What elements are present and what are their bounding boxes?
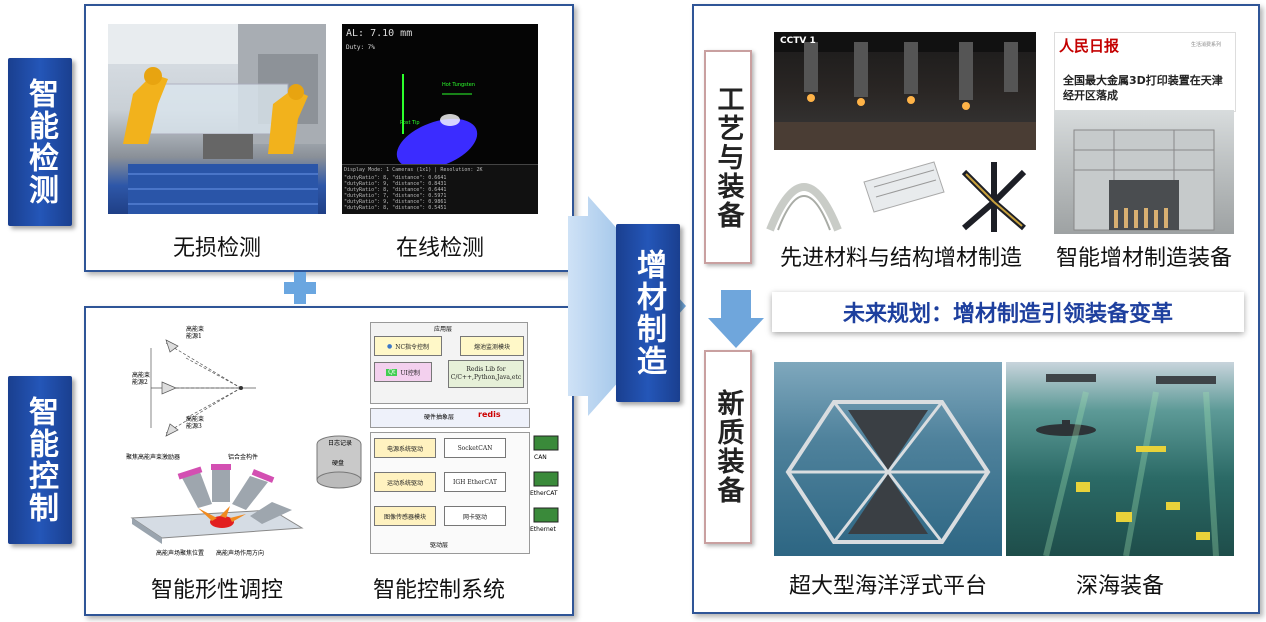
caption-smart-equipment: 智能增材制造装备 (1055, 246, 1232, 271)
driver-layer-label: 驱动层 (430, 542, 449, 549)
future-banner: 未来规划：增材制造引领装备变革 (772, 292, 1244, 332)
caption-ocean-platform: 超大型海洋浮式平台 (788, 574, 987, 599)
post-tip-label: Post Tip (400, 120, 420, 126)
smart-printer-photo (1054, 110, 1234, 234)
redis-lib-box: Redis Lib for C/C++,Python,Java,etc (448, 360, 524, 388)
deep-sea-equipment-photo (1006, 362, 1234, 556)
melt-pool-box: 熔池监测模块 (460, 336, 524, 356)
motion-driver-box: 运动系统驱动 (374, 472, 436, 492)
control-panel: 高能束 能源1 高能束 能源2 高能束 能源3 聚焦高能声束激励器 铝合金构件 … (84, 306, 574, 616)
caption-shape-control: 智能形性调控 (150, 578, 283, 603)
hw-layer-label: 硬件抽象层 (424, 414, 455, 421)
beam-label-3: 高能束 能源3 (186, 416, 205, 430)
ui-control-text: UI控制 (400, 369, 420, 377)
duty-readout: Duty: 7% (346, 44, 375, 51)
monitor-status-line: Display Mode: 1 Cameras (1x1) | Resoluti… (344, 167, 483, 173)
caption-control-system: 智能控制系统 (372, 578, 505, 603)
caption-deep-sea: 深海装备 (1075, 574, 1164, 599)
igh-ethercat-box: IGH EtherCAT (444, 472, 506, 492)
log-line: "dutyRatio": 9, "distance": 0.8431 (344, 181, 447, 187)
caption-online-detection: 在线检测 (395, 236, 484, 261)
beam-label-2: 高能束 能源2 (132, 372, 151, 386)
printed-structures-image (766, 161, 1027, 232)
energy-beam-diagram (150, 339, 256, 437)
power-driver-box: 电源系统驱动 (374, 438, 436, 458)
hot-tungsten-label: Hot Tungsten (442, 82, 475, 88)
newspaper-subtitle: 生活消费系列 (1191, 42, 1222, 48)
image-sensor-box: 图像传感器模块 (374, 506, 436, 526)
disk-label: 硬盘 (332, 460, 345, 467)
log-line: "dutyRatio": 8, "distance": 0.6441 (344, 187, 447, 193)
log-line: "dutyRatio": 8, "distance": 0.6641 (344, 175, 447, 181)
socketcan-box: SocketCAN (444, 438, 506, 458)
label-additive-manufacturing: 增材制造 (616, 224, 680, 402)
nozzle-label-focus: 高能声场聚焦位置 (156, 550, 205, 557)
label-new-equipment: 新质装备 (704, 350, 752, 544)
nondestructive-testing-photo (108, 24, 326, 214)
newspaper-headline: 全国最大金属3D打印装置在天津经开区落成 (1063, 74, 1223, 102)
label-intelligent-control: 智能控制 (8, 376, 72, 544)
cctv-logo: CCTV 1 (780, 36, 816, 46)
al-readout: AL: 7.10 mm (346, 28, 413, 39)
online-monitoring-screen: AL: 7.10 mm Duty: 7% Hot Tungsten Post T… (342, 24, 538, 214)
newspaper-masthead: 人民日报 (1059, 37, 1120, 55)
nozzle-label-alloy: 铝合金构件 (228, 454, 259, 461)
beam-label-1: 高能束 能源1 (186, 326, 205, 340)
down-arrow (708, 290, 764, 348)
caption-advanced-materials: 先进材料与结构增材制造 (779, 246, 1022, 271)
label-process-equipment: 工艺与装备 (704, 50, 752, 264)
nozzle-label-direction: 高能声场作用方向 (216, 550, 265, 557)
newspaper-clipping: 人民日报 生活消费系列 全国最大金属3D打印装置在天津经开区落成 (1054, 32, 1236, 112)
disk-icon (316, 435, 362, 489)
bus-label-can: CAN (534, 454, 547, 461)
plus-icon (284, 272, 316, 304)
label-intelligent-detection: 智能检测 (8, 58, 72, 226)
ocean-platform-photo (774, 362, 1002, 556)
cctv-printing-photo: CCTV 1 (774, 32, 1036, 150)
nic-driver-box: 网卡驱动 (444, 506, 506, 526)
equipment-panel: 工艺与装备 CCTV 1 人民日报 生活消费系列 全国 (692, 4, 1260, 614)
nc-control-box: ●NC指令控制 (374, 336, 442, 356)
python-icon: ● (386, 342, 393, 350)
bus-label-ethercat: EtherCAT (530, 490, 558, 497)
qt-icon: Qt (386, 368, 398, 376)
acoustic-nozzle-diagram (130, 464, 304, 544)
app-layer-label: 应用层 (434, 326, 453, 333)
redis-logo: redis (478, 410, 501, 419)
caption-nondestructive: 无损检测 (172, 236, 261, 261)
nozzle-label-exciter: 聚焦高能声束激励器 (126, 454, 181, 461)
log-line: "dutyRatio": 8, "distance": 0.5451 (344, 205, 447, 211)
bus-label-ethernet: Ethernet (530, 526, 556, 533)
log-label: 日志记录 (328, 440, 353, 447)
detection-panel: AL: 7.10 mm Duty: 7% Hot Tungsten Post T… (84, 4, 574, 272)
bus-cards-icon (533, 435, 559, 523)
log-line: "dutyRatio": 9, "distance": 0.9861 (344, 199, 447, 205)
log-line: "dutyRatio": 7, "distance": 0.5971 (344, 193, 447, 199)
nc-control-text: NC指令控制 (395, 343, 430, 351)
